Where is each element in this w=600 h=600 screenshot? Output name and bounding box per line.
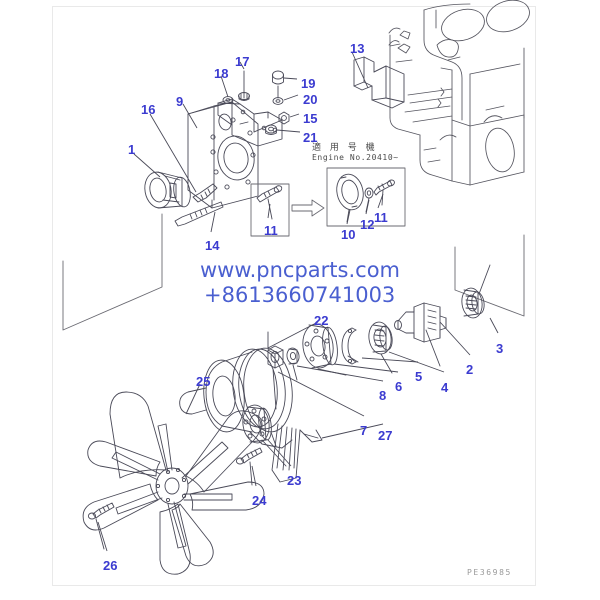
callout-number-1: 1: [128, 142, 136, 157]
part-11-bolt-left: [256, 185, 283, 220]
part-21-plug: [265, 124, 277, 135]
part-8-washer: [286, 347, 300, 381]
transition-arrow: [291, 199, 325, 217]
watermark-website: www.pncparts.com: [200, 258, 400, 282]
part-5-snap-ring: [341, 327, 359, 365]
callout-number-21: 21: [303, 130, 318, 145]
callout-number-16: 16: [141, 102, 156, 117]
callout-number-19: 19: [301, 76, 316, 91]
part-17-bolt: [238, 70, 250, 101]
part-bracket-assembly-top: [217, 98, 283, 147]
callout-number-11: 11: [264, 223, 278, 238]
callout-number-20: 20: [303, 92, 318, 107]
callout-number-4: 4: [441, 380, 449, 395]
callout-number-17: 17: [235, 54, 250, 69]
callout-number-13: 13: [350, 41, 365, 56]
drawing-code: PE36985: [467, 568, 512, 577]
callout-number-23: 23: [287, 473, 302, 488]
part-6-hub: [302, 323, 347, 376]
part-16-bolt: [192, 183, 218, 203]
callout-number-6: 6: [395, 379, 403, 394]
callout-number-5: 5: [415, 369, 423, 384]
part-20-washer: [272, 97, 284, 105]
callout-number-22: 22: [314, 313, 329, 328]
callout-number-25: 25: [196, 374, 211, 389]
callout-number-3: 3: [496, 341, 504, 356]
engine-block-outline: [388, 0, 530, 186]
part-25-fan: [82, 391, 265, 575]
part-14-bolt: [174, 201, 224, 227]
part-1-seal-collar: [144, 171, 191, 209]
part-15-nut: [278, 111, 290, 125]
callout-number-8: 8: [379, 388, 387, 403]
callout-number-26: 26: [103, 558, 118, 573]
callout-number-2: 2: [466, 362, 474, 377]
callout-number-10: 10: [341, 227, 356, 242]
part-11-bolt-right: [373, 179, 395, 206]
callout-number-15: 15: [303, 111, 318, 126]
callout-number-14: 14: [205, 238, 220, 253]
part-3-bearing: [461, 264, 491, 319]
callout-leader-lines: [97, 51, 499, 552]
part-22-crank-pulley: [179, 331, 293, 449]
callout-number-18: 18: [214, 66, 229, 81]
callout-number-7: 7: [360, 423, 368, 438]
callout-number-27: 27: [378, 428, 393, 443]
inset-box-left: [250, 183, 290, 237]
applicability-note-english: Engine No.20410~: [312, 153, 399, 162]
part-26-bolt: [87, 502, 115, 550]
part-19-bolt: [272, 70, 284, 99]
part-9-housing-plate: [187, 101, 259, 209]
watermark-phone: +8613660741003: [204, 283, 396, 307]
guide-lines-left: [62, 213, 163, 331]
callout-number-12: 12: [360, 217, 375, 232]
inset-box-right: [326, 167, 406, 227]
applicability-note-japanese: 適 用 号 機: [312, 143, 378, 153]
part-10-gasket: [336, 173, 364, 223]
part-13-bracket: [353, 56, 405, 109]
callout-number-9: 9: [176, 94, 184, 109]
callout-number-11: 11: [374, 210, 388, 225]
guide-lines-right: [454, 234, 525, 317]
part-23-fan-hub: [242, 404, 287, 467]
part-24-bolt: [235, 447, 263, 486]
part-4-bearing: [368, 321, 393, 374]
callout-number-24: 24: [252, 493, 267, 508]
